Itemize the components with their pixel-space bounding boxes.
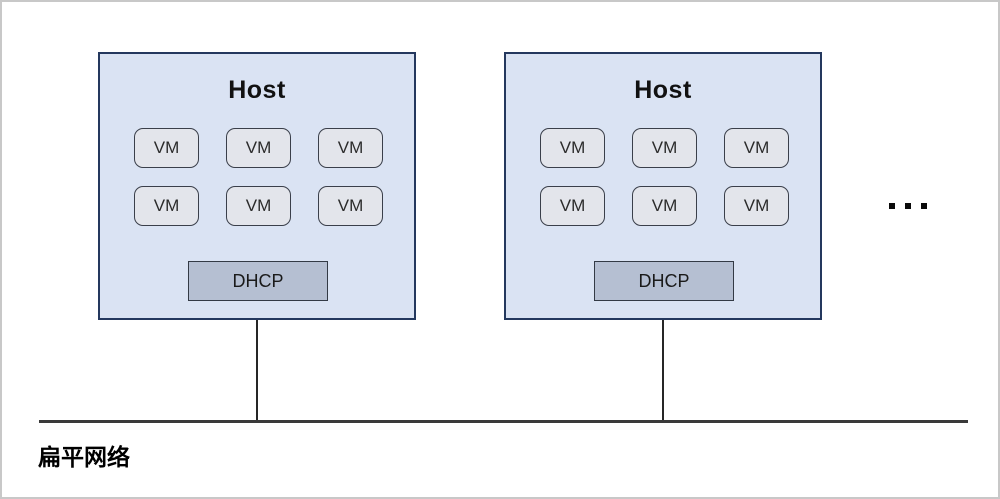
vm-box: VM	[540, 128, 605, 168]
vm-box: VM	[226, 186, 291, 226]
vm-box: VM	[724, 128, 789, 168]
vm-box: VM	[632, 186, 697, 226]
vm-grid: VM VM VM VM VM VM	[540, 128, 789, 226]
host1-network-connector-line	[256, 320, 258, 423]
vm-grid: VM VM VM VM VM VM	[134, 128, 383, 226]
vm-box: VM	[540, 186, 605, 226]
host-title: Host	[228, 76, 286, 104]
network-label: 扁平网络	[38, 444, 130, 470]
dhcp-box: DHCP	[188, 261, 328, 301]
vm-box: VM	[134, 186, 199, 226]
ellipsis-dot	[889, 203, 895, 209]
vm-box: VM	[318, 128, 383, 168]
vm-box: VM	[632, 128, 697, 168]
vm-box: VM	[226, 128, 291, 168]
host2-network-connector-line	[662, 320, 664, 423]
ellipsis-dot	[905, 203, 911, 209]
host-box-2: Host VM VM VM VM VM VM DHCP	[504, 52, 822, 320]
vm-box: VM	[724, 186, 789, 226]
vm-box: VM	[318, 186, 383, 226]
ellipsis-icon	[889, 203, 927, 209]
dhcp-box: DHCP	[594, 261, 734, 301]
host-title: Host	[634, 76, 692, 104]
ellipsis-dot	[921, 203, 927, 209]
flat-network-line	[39, 420, 968, 423]
host-box-1: Host VM VM VM VM VM VM DHCP	[98, 52, 416, 320]
vm-box: VM	[134, 128, 199, 168]
